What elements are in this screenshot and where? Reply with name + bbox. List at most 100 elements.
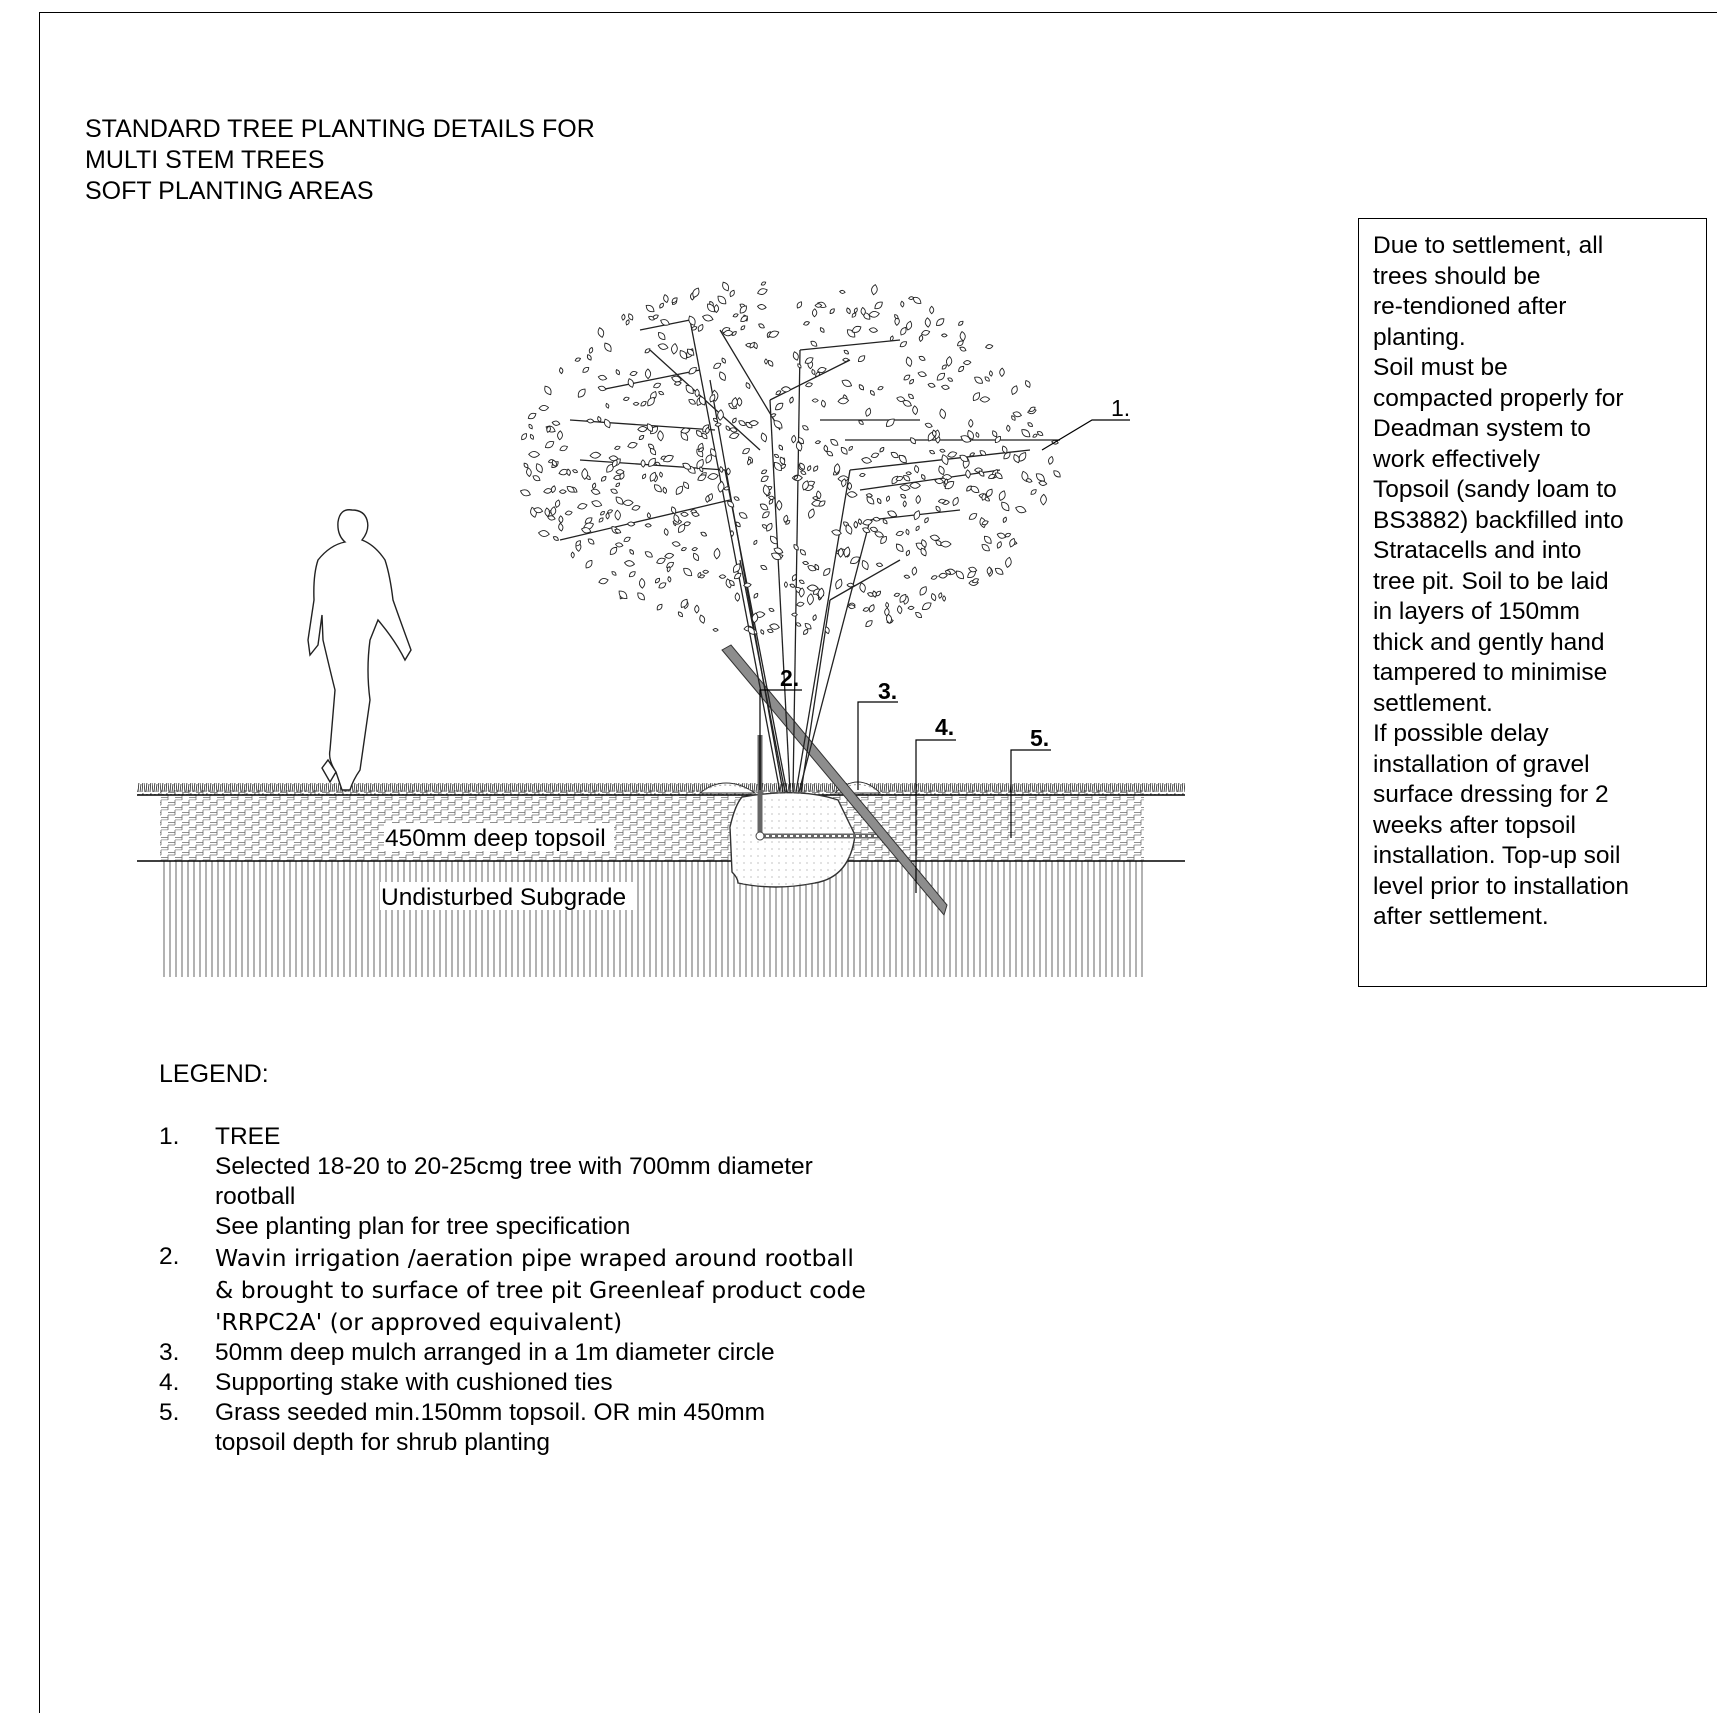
- leaf-mark: [738, 420, 746, 426]
- planting-section-diagram: 1. 2. 3. 4. 5. 450mm deep topsoil Undist…: [137, 281, 1185, 977]
- leaf-mark: [880, 535, 887, 545]
- note-line: trees should be: [1373, 262, 1541, 290]
- leaf-mark: [544, 441, 555, 449]
- leaf-mark: [597, 327, 605, 338]
- leaf-mark: [646, 423, 654, 432]
- leaf-mark: [992, 430, 998, 438]
- leaf-mark: [853, 520, 859, 529]
- leaf-mark: [890, 451, 899, 459]
- leaf-mark: [1001, 445, 1008, 454]
- leaf-mark: [745, 382, 751, 390]
- leaf-mark: [915, 494, 921, 505]
- legend-item-text: & brought to surface of tree pit Greenle…: [215, 1276, 866, 1304]
- leaf-mark: [799, 549, 806, 556]
- note-line: in layers of 150mm: [1373, 598, 1580, 625]
- leaf-mark: [699, 614, 706, 624]
- leaf-mark: [629, 549, 634, 555]
- leaf-mark: [718, 574, 727, 579]
- leaf-mark: [955, 570, 964, 580]
- leaf-mark: [611, 571, 617, 576]
- leaf-mark: [528, 450, 541, 458]
- leaf-mark: [642, 473, 647, 480]
- leaf-mark: [656, 557, 666, 565]
- legend: LEGEND: 1. TREE Selected 18-20 to 20-25c…: [159, 1060, 866, 1456]
- leaf-mark: [645, 304, 655, 313]
- leaf-mark: [971, 578, 980, 584]
- leaf-mark: [939, 448, 946, 453]
- legend-item-text: Grass seeded min.150mm topsoil. OR min 4…: [215, 1399, 766, 1426]
- leaf-mark: [623, 536, 631, 543]
- leaf-mark: [644, 551, 653, 558]
- leaf-mark: [885, 495, 891, 502]
- leaf-mark: [647, 396, 655, 407]
- leaf-mark: [930, 592, 937, 602]
- leaf-mark: [848, 445, 853, 451]
- leaf-mark: [1040, 493, 1047, 506]
- leaf-mark: [618, 590, 628, 599]
- leaf-mark: [722, 329, 734, 337]
- leaf-mark: [862, 607, 870, 612]
- legend-list: 1. TREE Selected 18-20 to 20-25cmg tree …: [159, 1122, 919, 1458]
- leaf-mark: [829, 308, 835, 315]
- leaf-mark: [679, 350, 687, 360]
- supporting-stake: [721, 644, 948, 917]
- note-line: compacted properly for: [1373, 384, 1624, 412]
- leaf-mark: [803, 628, 809, 635]
- leaf-mark: [580, 527, 592, 534]
- tree-stems: [559, 319, 1060, 793]
- leaf-mark: [705, 495, 710, 503]
- leaf-mark: [658, 391, 665, 396]
- leaf-mark: [853, 307, 858, 314]
- leaf-mark: [614, 542, 624, 548]
- leaf-mark: [865, 493, 873, 498]
- leaf-mark: [613, 474, 622, 481]
- legend-item: 5. Grass seeded min.150mm topsoil. OR mi…: [159, 1398, 919, 1458]
- leaf-mark: [649, 448, 657, 456]
- leaf-mark: [587, 538, 595, 545]
- leaf-mark: [1018, 452, 1027, 462]
- leaf-mark: [527, 412, 537, 420]
- leaf-mark: [979, 396, 991, 403]
- leaf-mark: [831, 529, 842, 536]
- leaf-mark: [1011, 415, 1016, 421]
- leaf-mark: [941, 454, 949, 466]
- leaf-mark: [1001, 501, 1010, 512]
- callout-5: 5.: [1030, 725, 1049, 751]
- leaf-mark: [726, 467, 731, 476]
- note-line: level prior to installation: [1373, 872, 1630, 900]
- leaf-mark: [732, 417, 737, 424]
- legend-item: 4. Supporting stake with cushioned ties: [159, 1368, 919, 1398]
- legend-item-text: 'RRPC2A' (or approved equivalent): [215, 1308, 623, 1336]
- leaf-mark: [1030, 489, 1037, 495]
- leaf-mark: [895, 543, 904, 552]
- leaf-mark: [550, 485, 556, 494]
- leaf-mark: [811, 368, 816, 376]
- leaf-mark: [845, 524, 853, 535]
- leaf-mark: [865, 407, 872, 417]
- leaf-mark: [931, 429, 937, 438]
- title-line-2: MULTI STEM TREES: [85, 146, 325, 174]
- leaf-mark: [868, 310, 880, 318]
- leaf-mark: [621, 313, 626, 321]
- leaf-mark: [713, 304, 720, 314]
- leaf-mark: [936, 318, 945, 326]
- leader-1: [1041, 419, 1130, 451]
- leaf-mark: [614, 528, 622, 534]
- leaf-mark: [817, 587, 825, 600]
- leaf-mark: [615, 469, 625, 475]
- note-line: settlement.: [1373, 689, 1493, 717]
- note-line: work effectively: [1373, 445, 1541, 473]
- leaf-mark: [820, 399, 826, 408]
- leaf-mark: [657, 430, 664, 442]
- leaf-mark: [588, 346, 594, 354]
- leaf-mark: [601, 476, 607, 482]
- leaf-mark: [722, 281, 730, 292]
- note-line: after settlement.: [1373, 903, 1549, 930]
- leaf-mark: [769, 535, 778, 545]
- leaf-mark: [938, 592, 943, 599]
- leaf-mark: [658, 582, 667, 589]
- leaf-mark: [523, 462, 529, 469]
- leaf-mark: [589, 451, 602, 459]
- leaf-mark: [678, 523, 686, 533]
- leaf-mark: [958, 365, 965, 373]
